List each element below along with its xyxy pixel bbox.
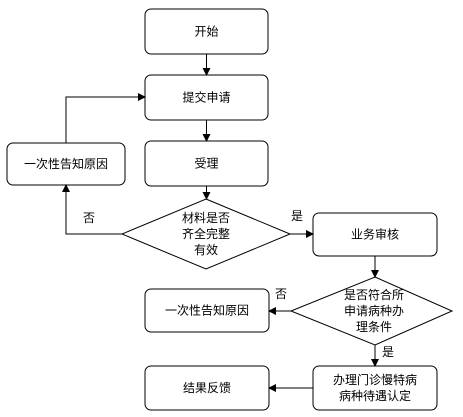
node-notify-2-label: 一次性告知原因 [165,304,249,318]
node-accept-label: 受理 [194,157,218,171]
node-issue-line-1: 办理门诊慢特病 [333,372,417,387]
node-check-conditions-line-3: 理条件 [356,320,392,334]
node-review: 业务审核 [312,212,438,257]
node-review-label: 业务审核 [351,227,399,242]
edge-label-conditions-no: 否 [275,287,287,301]
node-issue: 办理门诊慢特病 病种待遇认定 [312,365,438,411]
node-check-conditions-line-1: 是否符合所 [344,287,404,302]
node-check-conditions-line-2: 申请病种办 [344,303,404,318]
node-submit-label: 提交申请 [182,90,230,105]
node-notify-1: 一次性告知原因 [6,142,126,186]
edge-label-materials-yes: 是 [291,209,303,223]
node-notify-1-label: 一次性告知原因 [24,157,108,171]
node-notify-2: 一次性告知原因 [144,288,270,333]
node-submit: 提交申请 [144,74,269,121]
node-accept: 受理 [144,140,269,187]
edge-label-conditions-yes: 是 [382,345,394,359]
edge-materials-no-to-notify-1 [62,184,122,235]
edge-notify-1-to-submit [65,93,146,143]
node-start: 开始 [144,8,269,55]
node-feedback: 结果反馈 [144,365,270,411]
node-start-label: 开始 [194,25,218,39]
node-check-materials-line-2: 齐全完整 [182,226,230,241]
node-check-materials: 材料是否 齐全完整 有效 [120,198,292,270]
node-check-conditions: 是否符合所 申请病种办 理条件 [289,276,454,346]
edge-label-materials-no: 否 [83,211,95,225]
node-check-materials-line-3: 有效 [194,242,218,257]
node-check-materials-line-1: 材料是否 [182,211,230,225]
node-issue-line-2: 病种待遇认定 [339,388,411,403]
node-feedback-label: 结果反馈 [183,381,231,395]
